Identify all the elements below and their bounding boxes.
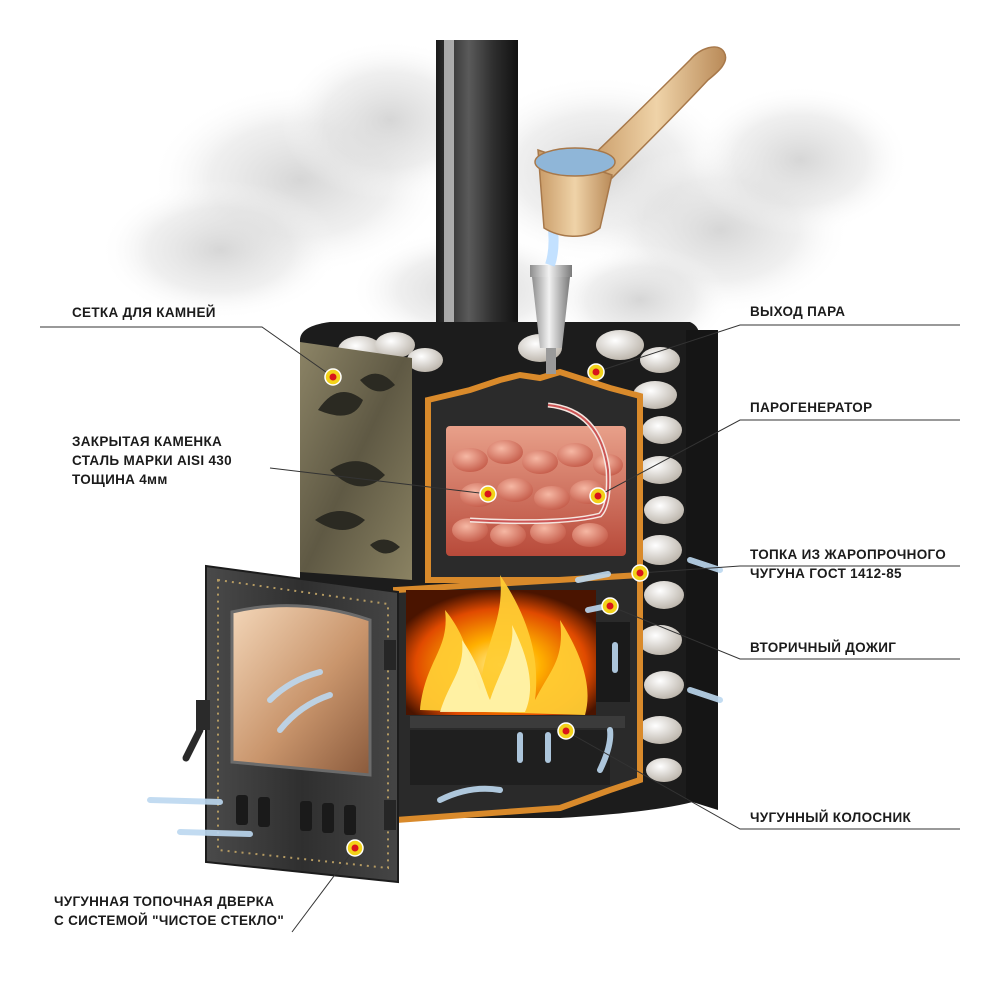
callout-marker-icon bbox=[587, 363, 605, 381]
air-flow-arrow-icon bbox=[147, 797, 223, 805]
air-flow-arrows bbox=[147, 557, 723, 837]
label-grate: ЧУГУННЫЙ КОЛОСНИК bbox=[750, 810, 912, 825]
label-afterburn: ВТОРИЧНЫЙ ДОЖИГ bbox=[750, 640, 897, 655]
label-stone-grid: СЕТКА ДЛЯ КАМНЕЙ bbox=[72, 305, 216, 320]
callout-marker-icon bbox=[346, 839, 364, 857]
callout-markers bbox=[324, 363, 649, 857]
leader-closed-heater bbox=[269, 467, 489, 495]
chimney-pipe bbox=[436, 40, 518, 370]
label-closed-heater: ЗАКРЫТАЯ КАМЕНКА СТАЛЬ МАРКИ AISI 430 ТО… bbox=[72, 434, 232, 487]
leader-lines bbox=[40, 324, 960, 933]
firebox-door bbox=[182, 564, 399, 884]
callout-marker-icon bbox=[324, 368, 342, 386]
leader-firebox bbox=[639, 565, 960, 574]
leader-steam-generator bbox=[597, 419, 960, 497]
leader-grate bbox=[565, 730, 960, 830]
label-steam-generator: ПАРОГЕНЕРАТОР bbox=[750, 400, 873, 415]
leader-steam-outlet bbox=[595, 324, 960, 373]
callout-marker-icon bbox=[631, 564, 649, 582]
stone-grid-panel bbox=[300, 342, 412, 580]
steam-outlet bbox=[530, 265, 572, 374]
callout-marker-icon bbox=[557, 722, 575, 740]
label-steam-outlet: ВЫХОД ПАРА bbox=[750, 304, 846, 319]
leader-door bbox=[291, 847, 356, 933]
label-firebox: ТОПКА ИЗ ЖАРОПРОЧНОГО ЧУГУНА ГОСТ 1412-8… bbox=[750, 547, 947, 581]
firebox bbox=[393, 571, 643, 824]
callout-marker-icon bbox=[479, 485, 497, 503]
callout-marker-icon bbox=[601, 597, 619, 615]
label-door: ЧУГУННАЯ ТОПОЧНАЯ ДВЕРКА С СИСТЕМОЙ "ЧИС… bbox=[54, 894, 285, 928]
leader-afterburn bbox=[609, 605, 960, 660]
leader-stone-grid bbox=[40, 326, 334, 378]
callout-marker-icon bbox=[589, 487, 607, 505]
water-ladle-icon bbox=[534, 46, 727, 237]
